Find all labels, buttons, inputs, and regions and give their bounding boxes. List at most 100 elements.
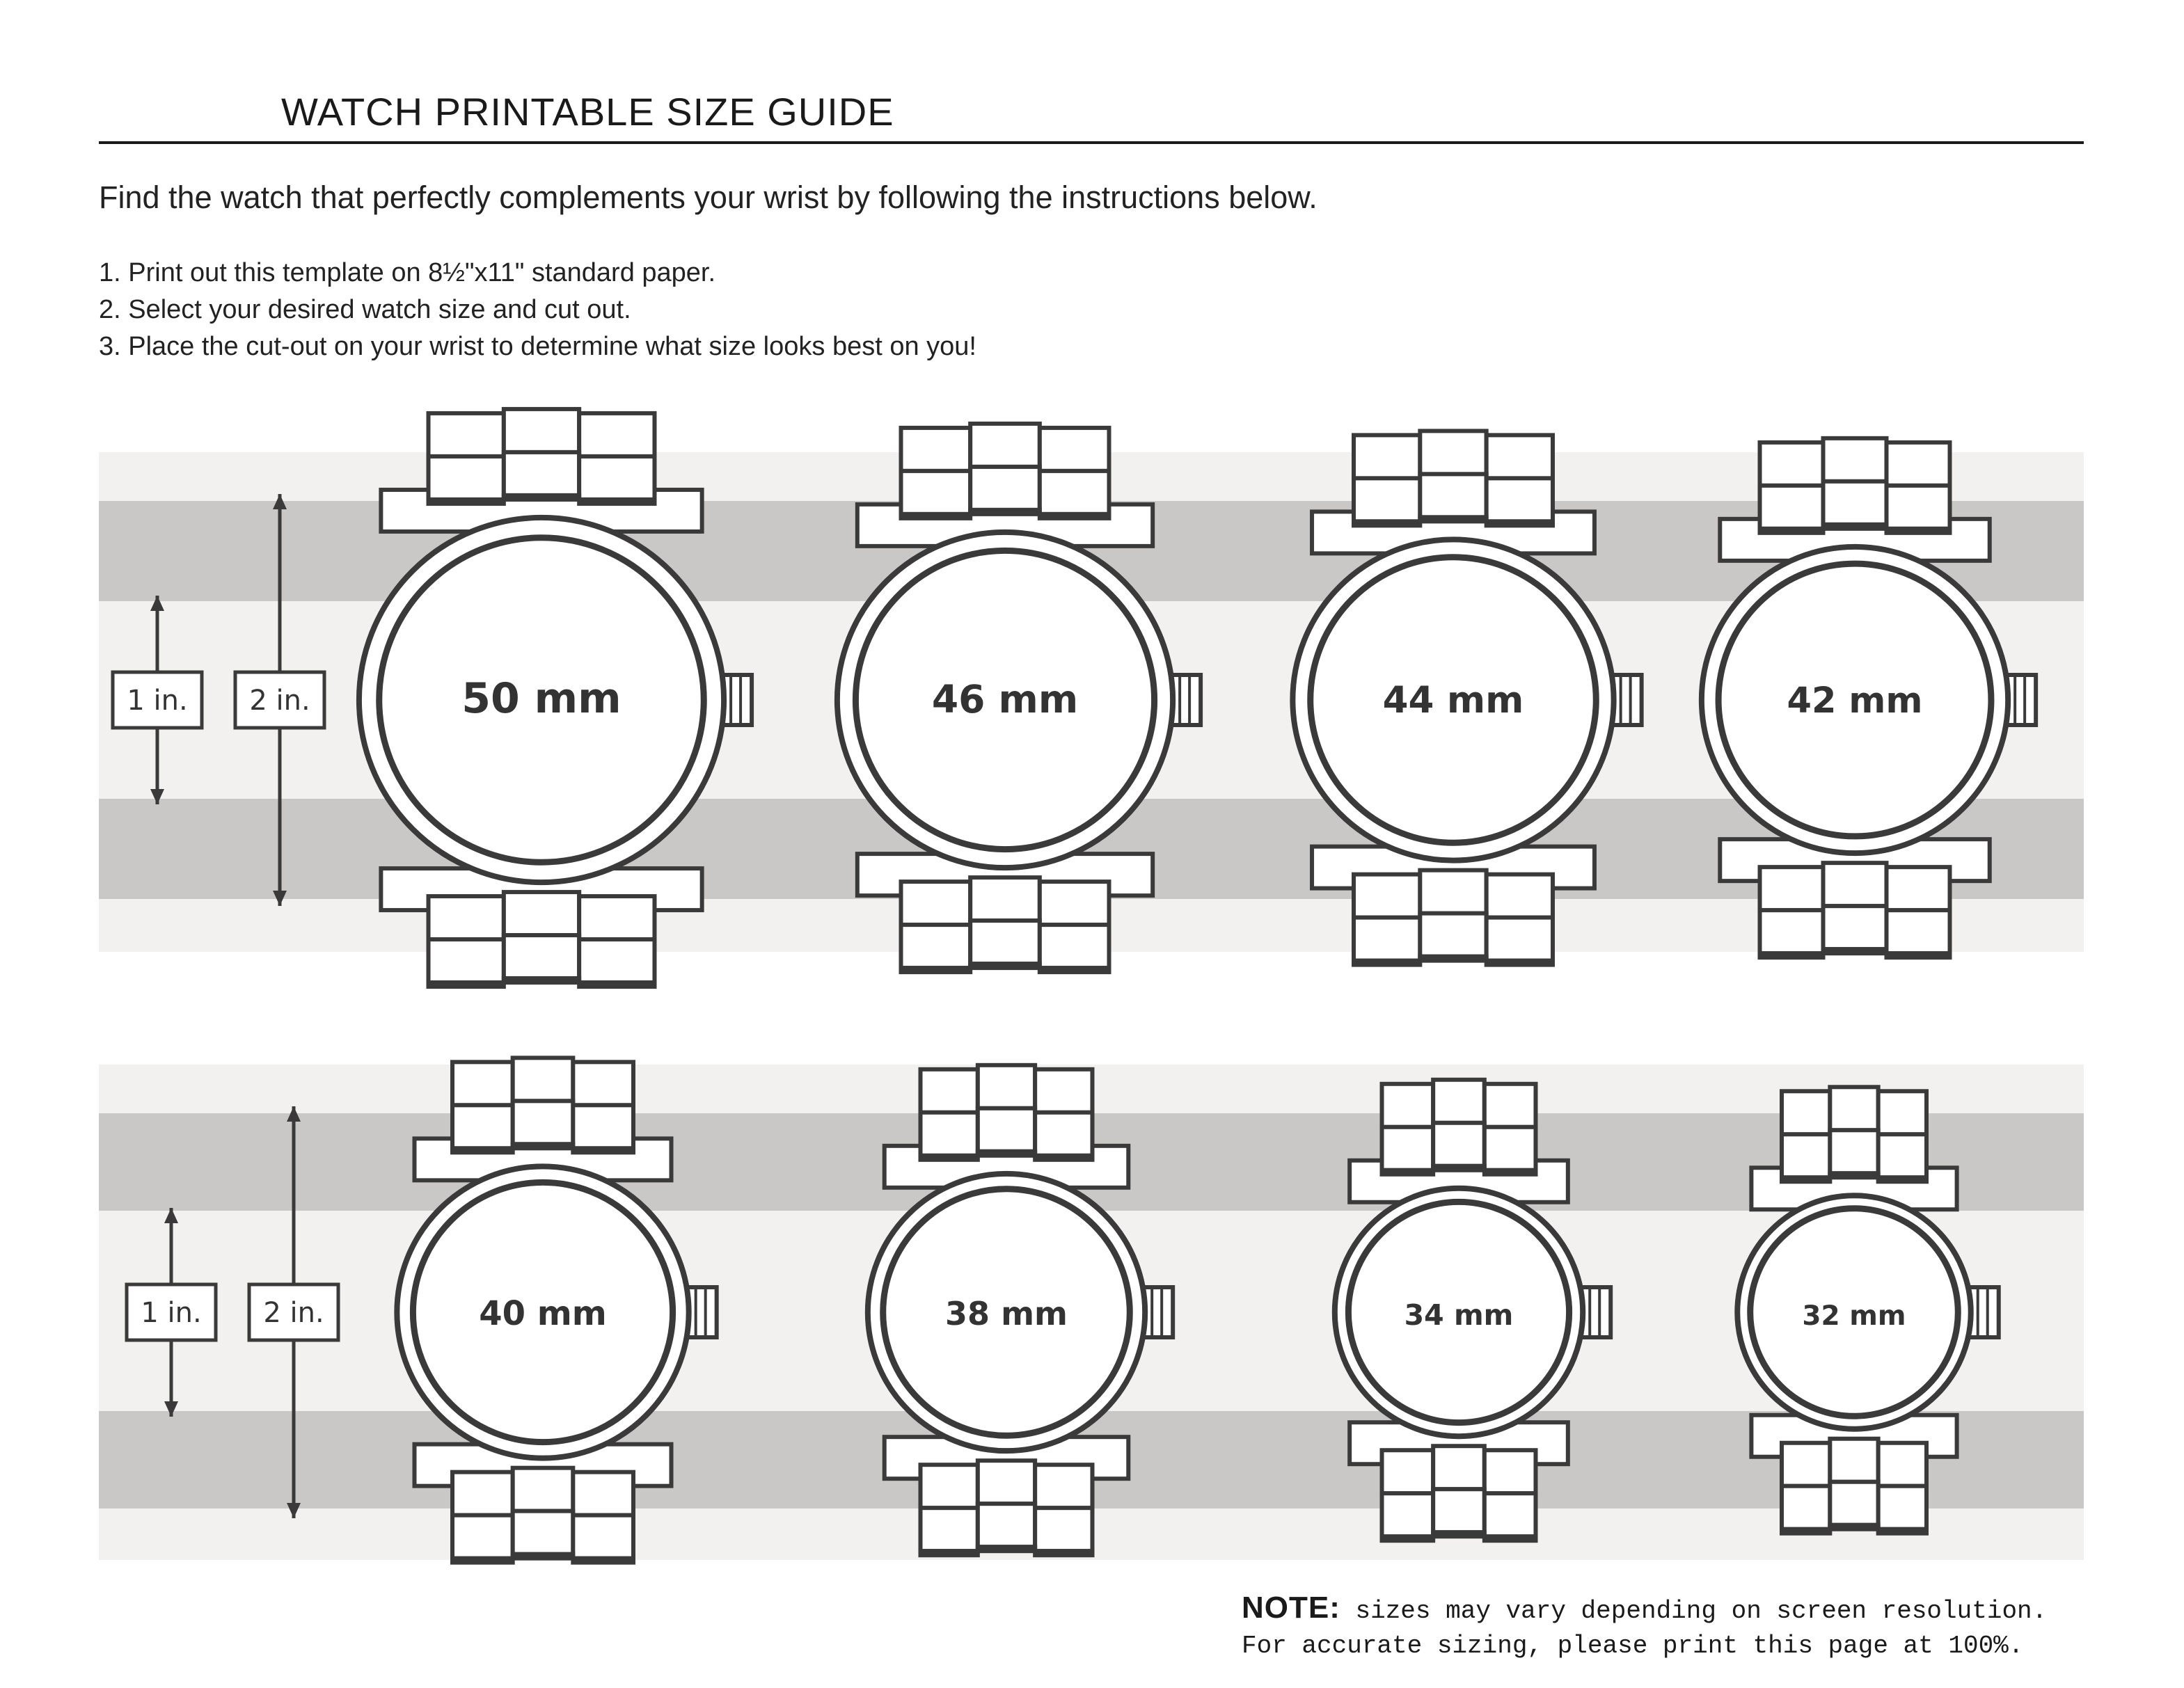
- bracelet-link: [1431, 1530, 1487, 1539]
- bracelet-link: [1418, 911, 1489, 959]
- bracelet-link: [968, 918, 1042, 966]
- bracelet-link: [510, 1508, 576, 1556]
- bracelet-link: [1379, 1124, 1436, 1172]
- bracelet-link: [1033, 1463, 1095, 1511]
- bracelet-link: [1876, 1132, 1929, 1180]
- arrow-down-icon: [273, 891, 287, 906]
- bracelet-link: [1884, 908, 1952, 956]
- watch-size-label: 40 mm: [479, 1294, 607, 1333]
- bracelet-link: [1352, 433, 1423, 481]
- scale-one-inch: 1 in.: [125, 1208, 218, 1417]
- crown: [719, 673, 754, 727]
- bracelet-link: [450, 1470, 515, 1518]
- bracelet-link: [1876, 1527, 1929, 1536]
- scale-label: 2 in.: [249, 685, 310, 717]
- bracelet-link: [510, 1552, 576, 1561]
- bracelet-link: [1379, 1491, 1436, 1539]
- watch-40mm: 40 mm: [394, 1056, 719, 1565]
- bracelet-link: [1876, 1175, 1929, 1184]
- bracelet-link: [1033, 1549, 1095, 1558]
- bracelet-link: [1033, 1067, 1095, 1115]
- bracelet-link: [1484, 519, 1555, 528]
- bracelet-link: [918, 1153, 980, 1162]
- bracelet-link: [975, 1106, 1038, 1154]
- bracelet-link: [1379, 1534, 1436, 1543]
- note-line-2: For accurate sizing, please print this p…: [1242, 1632, 2024, 1660]
- bracelet-link: [501, 933, 582, 981]
- bracelet-link: [968, 875, 1042, 923]
- bracelet-link: [577, 411, 657, 459]
- bracelet-link: [1482, 1448, 1538, 1496]
- bracelet-link: [1757, 440, 1826, 488]
- bracelet-link: [1431, 1077, 1487, 1125]
- bracelet-link: [899, 425, 973, 473]
- bracelet-link: [899, 966, 973, 975]
- arrow-up-icon: [150, 596, 164, 611]
- bracelet-link: [1780, 1527, 1833, 1536]
- page-title: WATCH PRINTABLE SIZE GUIDE: [281, 90, 894, 134]
- bracelet-link: [1431, 1120, 1487, 1168]
- bracelet-link: [1780, 1175, 1833, 1184]
- watch-50mm: 50 mm: [356, 406, 754, 989]
- bracelet-link: [899, 923, 973, 971]
- watch-size-label: 38 mm: [945, 1295, 1068, 1332]
- arrow-down-icon: [150, 789, 164, 804]
- bracelet-link: [975, 1502, 1038, 1550]
- bracelet-link: [975, 1062, 1038, 1110]
- watch-dial: [1345, 1198, 1573, 1426]
- bracelet-link: [577, 980, 657, 989]
- bracelet-link: [1828, 1522, 1881, 1531]
- watch-size-label: 44 mm: [1383, 679, 1524, 722]
- bracelet-link: [1780, 1089, 1833, 1137]
- bracelet-link: [1482, 1491, 1538, 1539]
- watch-dial: [376, 534, 707, 866]
- bracelet-link: [1037, 425, 1111, 473]
- scale-one-inch: 1 in.: [111, 596, 204, 804]
- scale-two-inch: 2 in.: [233, 494, 326, 906]
- bracelet-link: [1484, 476, 1555, 524]
- bracelet-link: [510, 1465, 576, 1513]
- arrow-down-icon: [287, 1503, 301, 1518]
- bracelet-link: [1037, 923, 1111, 971]
- bracelet-link: [1033, 1110, 1095, 1158]
- note-label: NOTE:: [1242, 1591, 1340, 1625]
- bracelet-link: [1821, 479, 1889, 527]
- bracelet-link: [1379, 1448, 1436, 1496]
- bracelet-link: [1379, 1081, 1436, 1129]
- bracelet-link: [1828, 1479, 1881, 1527]
- bracelet-link: [450, 1146, 515, 1155]
- bracelet-link: [918, 1067, 980, 1115]
- bracelet-link: [918, 1506, 980, 1554]
- bracelet-link: [1828, 1436, 1881, 1484]
- bracelet-link: [571, 1556, 635, 1565]
- watch-dial: [1747, 1205, 1961, 1419]
- bracelet-link: [1828, 1128, 1881, 1176]
- bracelet-link: [510, 1056, 576, 1104]
- bracelet-link: [1757, 526, 1826, 535]
- scale-marker-row-1: 1 in. 2 in.: [111, 494, 326, 906]
- watch-dial: [880, 1186, 1133, 1439]
- bracelet-link: [426, 894, 506, 942]
- bracelet-link: [1482, 1168, 1538, 1177]
- scale-label-box: [111, 670, 204, 730]
- bracelet-link: [1884, 951, 1952, 960]
- bracelet-link: [1821, 947, 1889, 956]
- bracelet-link: [426, 937, 506, 985]
- bracelet-link: [577, 454, 657, 502]
- arrow-up-icon: [287, 1106, 301, 1122]
- bracelet-link: [501, 976, 582, 985]
- bracelet-link: [577, 937, 657, 985]
- bracelet-link: [975, 1149, 1038, 1158]
- bracelet-link: [899, 879, 973, 927]
- bracelet-link: [1352, 958, 1423, 967]
- scale-label: 2 in.: [263, 1297, 324, 1329]
- instruction-step-1: 1. Print out this template on 8½"x11" st…: [99, 258, 716, 287]
- bracelet-link: [918, 1463, 980, 1511]
- bracelet-link: [1482, 1124, 1538, 1172]
- bracelet-link: [1418, 472, 1489, 520]
- bracelet-link: [510, 1142, 576, 1151]
- bracelet-link: [1352, 872, 1423, 920]
- bracelet-link: [450, 1103, 515, 1151]
- watch-size-label: 50 mm: [461, 674, 621, 723]
- bracelet-link: [1484, 433, 1555, 481]
